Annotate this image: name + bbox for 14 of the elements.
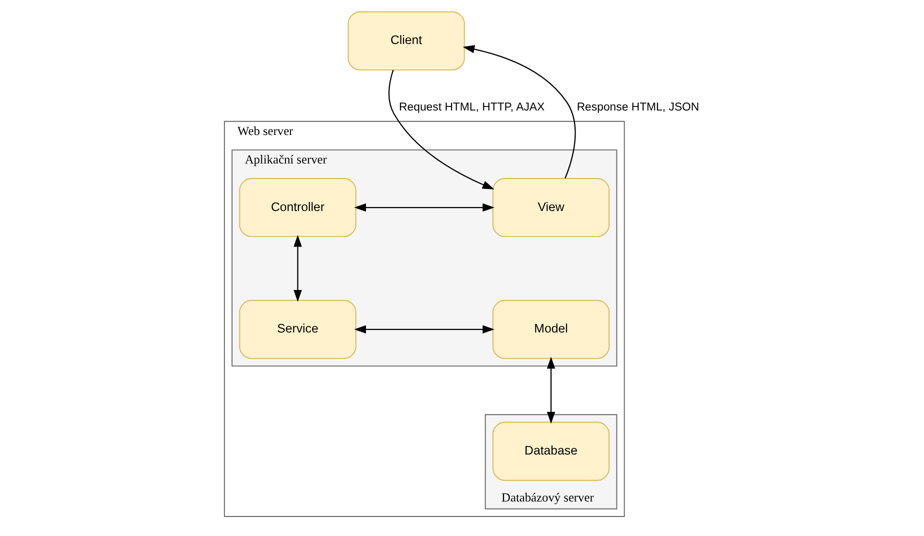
edge-label: Request HTML, HTTP, AJAX bbox=[399, 102, 545, 114]
arrow bbox=[354, 203, 494, 212]
node-box: View bbox=[492, 178, 610, 238]
node-box: Controller bbox=[239, 178, 356, 238]
node-box: Database bbox=[492, 422, 610, 481]
arrow bbox=[388, 70, 494, 190]
node-box: Client bbox=[348, 11, 465, 70]
node-box: Service bbox=[239, 300, 356, 359]
arrow bbox=[546, 356, 556, 424]
node-box: Model bbox=[492, 300, 610, 359]
arrow bbox=[462, 45, 576, 178]
arrow bbox=[294, 234, 302, 302]
arrow bbox=[354, 325, 494, 334]
edge-label: Response HTML, JSON bbox=[576, 102, 700, 114]
